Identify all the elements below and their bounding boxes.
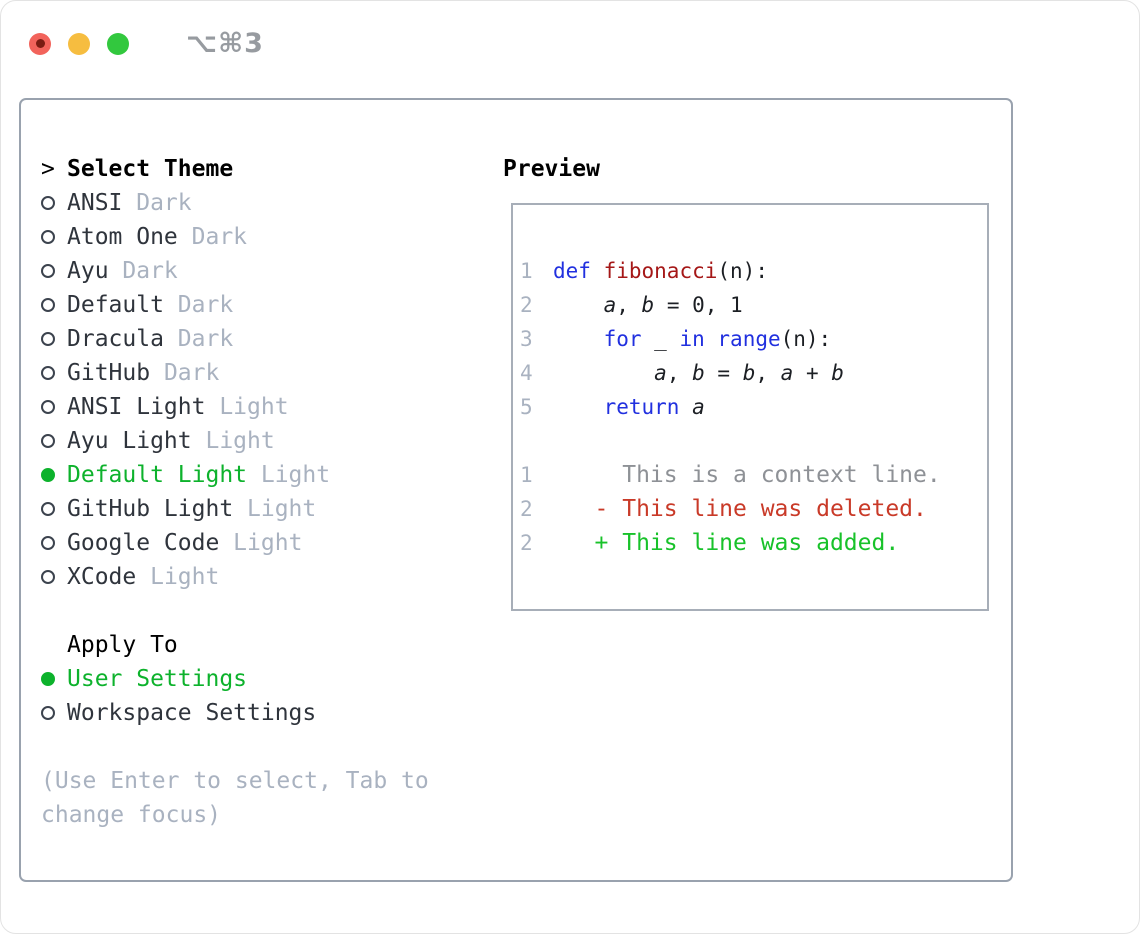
theme-variant: Dark	[122, 190, 192, 216]
close-button[interactable]	[29, 32, 51, 55]
theme-option[interactable]: Atom One Dark	[41, 220, 453, 254]
radio-unselected-icon	[41, 434, 55, 448]
spacer	[41, 730, 453, 764]
code-line: 3 for _ in range(n):	[513, 322, 987, 356]
theme-name: Ayu Light	[67, 428, 192, 454]
radio-unselected-icon	[41, 230, 55, 244]
line-number: 4	[520, 361, 533, 385]
theme-variant: Dark	[163, 292, 234, 318]
apply-to-label: Workspace Settings	[67, 700, 317, 726]
maximize-button[interactable]	[107, 32, 129, 55]
line-number: 5	[520, 395, 533, 419]
line-number: 1	[520, 463, 533, 487]
titlebar: ⌥⌘3	[29, 28, 264, 59]
theme-name: ANSI	[67, 190, 123, 216]
line-number: 2	[520, 497, 533, 521]
theme-option[interactable]: Dracula Dark	[41, 322, 453, 356]
close-dot-icon	[35, 39, 45, 48]
theme-option[interactable]: Default Dark	[41, 288, 453, 322]
theme-variant: Light	[191, 428, 275, 454]
select-theme-title: Select Theme	[67, 156, 234, 182]
theme-option[interactable]: Default Light Light	[41, 458, 453, 492]
theme-option[interactable]: ANSI Light Light	[41, 390, 453, 424]
theme-variant: Dark	[150, 360, 220, 386]
theme-name: Default Light	[67, 462, 248, 488]
select-theme-header: > Select Theme	[41, 152, 453, 186]
theme-option[interactable]: GitHub Dark	[41, 356, 453, 390]
code-line: 4 a, b = b, a + b	[513, 356, 987, 390]
theme-option[interactable]: XCode Light	[41, 560, 453, 594]
theme-option[interactable]: Google Code Light	[41, 526, 453, 560]
radio-unselected-icon	[41, 706, 55, 720]
preview-title: Preview	[503, 156, 600, 182]
radio-selected-icon	[41, 672, 55, 686]
line-number: 2	[520, 293, 533, 317]
apply-to-header: Apply To	[41, 628, 453, 662]
radio-unselected-icon	[41, 298, 55, 312]
radio-unselected-icon	[41, 366, 55, 380]
minimize-button[interactable]	[68, 32, 90, 55]
diff-line-context: 1 This is a context line.	[513, 458, 987, 492]
line-number: 1	[520, 259, 533, 283]
prompt-cursor-icon: >	[41, 156, 55, 182]
line-number: 2	[520, 531, 533, 555]
theme-variant: Light	[205, 394, 289, 420]
theme-name: Default	[67, 292, 164, 318]
radio-unselected-icon	[41, 332, 55, 346]
theme-name: Dracula	[67, 326, 164, 352]
theme-name: ANSI Light	[67, 394, 206, 420]
code-line: 2 a, b = 0, 1	[513, 288, 987, 322]
theme-name: Atom One	[67, 224, 178, 250]
theme-name: GitHub	[67, 360, 151, 386]
line-number: 3	[520, 327, 533, 351]
apply-to-title: Apply To	[67, 632, 178, 658]
theme-variant: Light	[136, 564, 220, 590]
radio-unselected-icon	[41, 196, 55, 210]
theme-variant: Dark	[177, 224, 248, 250]
radio-unselected-icon	[41, 400, 55, 414]
theme-option[interactable]: GitHub Light Light	[41, 492, 453, 526]
radio-unselected-icon	[41, 264, 55, 278]
help-text: (Use Enter to select, Tab to change focu…	[41, 768, 429, 828]
spacer	[513, 424, 987, 458]
theme-variant: Light	[233, 496, 317, 522]
theme-variant: Light	[219, 530, 303, 556]
radio-unselected-icon	[41, 570, 55, 584]
theme-variant: Dark	[108, 258, 178, 284]
radio-unselected-icon	[41, 536, 55, 550]
radio-unselected-icon	[41, 502, 55, 516]
theme-option[interactable]: ANSI Dark	[41, 186, 453, 220]
window-title: ⌥⌘3	[186, 28, 264, 59]
theme-variant: Light	[247, 462, 331, 488]
code-line: 5 return a	[513, 390, 987, 424]
apply-to-label: User Settings	[67, 666, 248, 692]
theme-name: Google Code	[67, 530, 220, 556]
spacer	[41, 594, 453, 628]
theme-option[interactable]: Ayu Light Light	[41, 424, 453, 458]
diff-line-added: 2 + This line was added.	[513, 526, 987, 560]
diff-line-deleted: 2 - This line was deleted.	[513, 492, 987, 526]
apply-to-option[interactable]: Workspace Settings	[41, 696, 453, 730]
apply-to-option[interactable]: User Settings	[41, 662, 453, 696]
radio-selected-icon	[41, 468, 55, 482]
theme-name: GitHub Light	[67, 496, 234, 522]
theme-option[interactable]: Ayu Dark	[41, 254, 453, 288]
theme-name: Ayu	[67, 258, 109, 284]
theme-name: XCode	[67, 564, 137, 590]
theme-variant: Dark	[163, 326, 234, 352]
